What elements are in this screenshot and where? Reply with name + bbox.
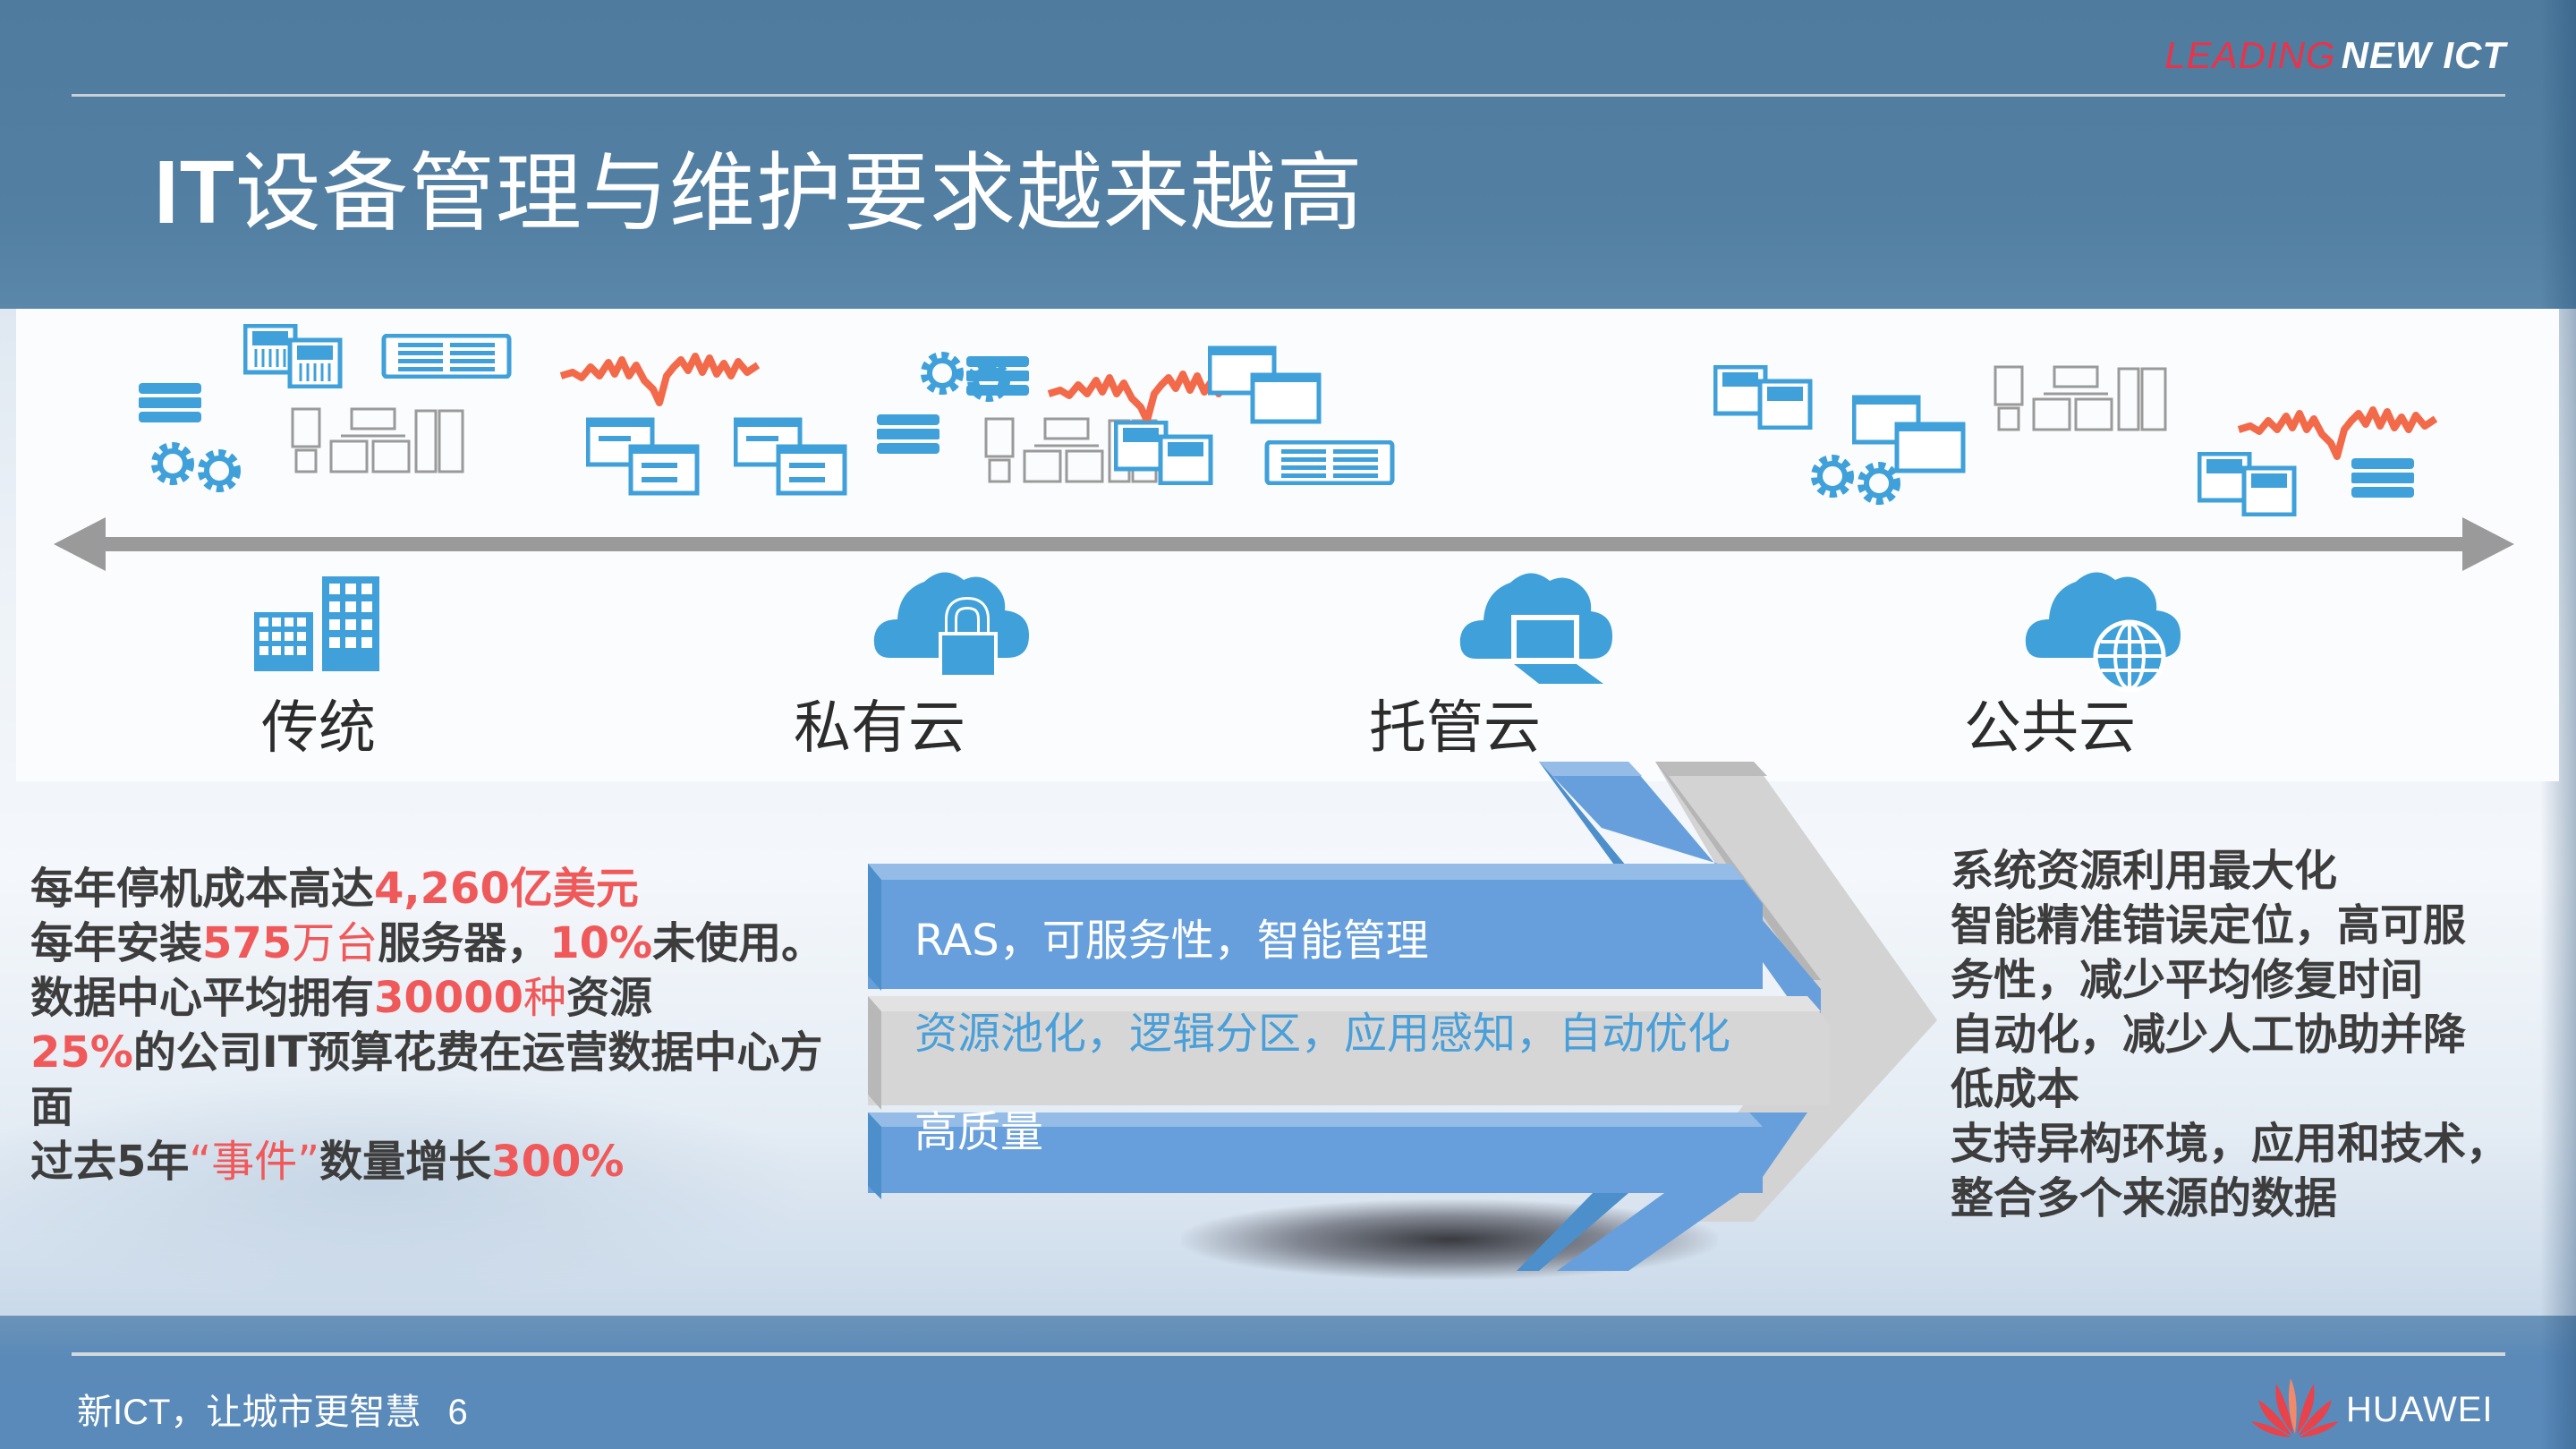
benefits-list: 系统资源利用最大化 智能精准错误定位，高可服 务性，减少平均修复时间 自动化，减… — [1951, 844, 2509, 1226]
footer-divider — [72, 1352, 2505, 1356]
hardware-cluster-icon — [291, 407, 464, 473]
cloud-lock-icon — [873, 572, 1029, 678]
server-pair-icon — [1713, 365, 1813, 430]
header-band — [0, 0, 2576, 309]
page-title: IT设备管理与维护要求越来越高 — [154, 124, 1364, 248]
arrow-label-ras: RAS，可服务性，智能管理 — [914, 916, 1429, 966]
server-pair-icon — [243, 324, 343, 388]
stat-resources: 数据中心平均拥有30000种资源 — [30, 973, 653, 1023]
server-pair-icon — [2198, 452, 2297, 516]
benefit-line: 支持异构环境，应用和技术， — [1951, 1119, 2510, 1169]
title-prefix: IT — [154, 142, 235, 243]
era-label-public-cloud: 公共云 — [1964, 695, 2136, 762]
arrow-label-resource-pooling: 资源池化，逻辑分区，应用感知，自动优化 — [914, 1009, 1731, 1059]
brand-leading: LEADING — [2164, 34, 2336, 76]
stat-downtime-cost: 每年停机成本高达4,260亿美元 — [30, 864, 639, 914]
database-icon — [139, 383, 201, 422]
timeline-axis-icon — [54, 517, 2514, 571]
benefit-line: 务性，减少平均修复时间 — [1951, 955, 2424, 1005]
checklist-windows-icon — [1852, 395, 1966, 473]
activity-wave-icon — [559, 353, 761, 406]
checklist-windows-icon — [586, 417, 700, 496]
server-pair-icon — [1114, 421, 1213, 485]
benefit-line: 系统资源利用最大化 — [1951, 846, 2338, 896]
huawei-wordmark: HUAWEI — [2346, 1390, 2494, 1429]
gears-icon — [1811, 455, 1900, 505]
activity-wave-icon — [2237, 406, 2438, 460]
hardware-cluster-icon — [1994, 365, 2167, 431]
page-number: 6 — [447, 1393, 468, 1432]
stat-incidents: 过去5年“事件”数量增长300% — [30, 1137, 625, 1187]
stat-it-budget-cont: 面 — [30, 1082, 74, 1132]
footer-band — [0, 1316, 2576, 1449]
cloud-laptop-icon — [1459, 573, 1612, 684]
rack-server-icon — [381, 334, 512, 379]
database-icon — [2351, 458, 2414, 498]
cloud-globe-icon — [2025, 572, 2181, 693]
stats-list: 每年停机成本高达4,260亿美元 每年安装575万台服务器，10%未使用。 数据… — [30, 862, 824, 1189]
office-buildings-icon — [254, 576, 379, 671]
header-divider — [72, 94, 2505, 97]
era-label-hosted-cloud: 托管云 — [1369, 695, 1541, 762]
gears-icon — [151, 442, 241, 492]
brand-new-ict: NEW ICT — [2341, 34, 2506, 76]
checklist-windows-icon — [1208, 345, 1322, 424]
huawei-logo-icon — [2251, 1378, 2339, 1437]
stat-servers-installed: 每年安装575万台服务器，10%未使用。 — [30, 918, 825, 968]
arrow-label-high-quality: 高质量 — [914, 1107, 1044, 1157]
benefit-line: 整合多个来源的数据 — [1951, 1173, 2338, 1223]
checklist-windows-icon — [734, 417, 847, 496]
era-label-private-cloud: 私有云 — [794, 695, 965, 762]
capability-arrows-icon — [868, 762, 1937, 1271]
database-icon — [966, 356, 1029, 396]
database-icon — [877, 414, 939, 454]
title-text: 设备管理与维护要求越来越高 — [234, 143, 1364, 243]
benefit-line: 自动化，减少人工协助并降 — [1951, 1010, 2467, 1060]
benefit-line: 低成本 — [1951, 1064, 2080, 1114]
era-label-traditional: 传统 — [261, 695, 376, 762]
stat-it-budget: 25%的公司IT预算花费在运营数据中心方 — [30, 1027, 823, 1078]
benefit-line: 智能精准错误定位，高可服 — [1951, 900, 2467, 950]
rack-server-icon — [1264, 440, 1395, 485]
